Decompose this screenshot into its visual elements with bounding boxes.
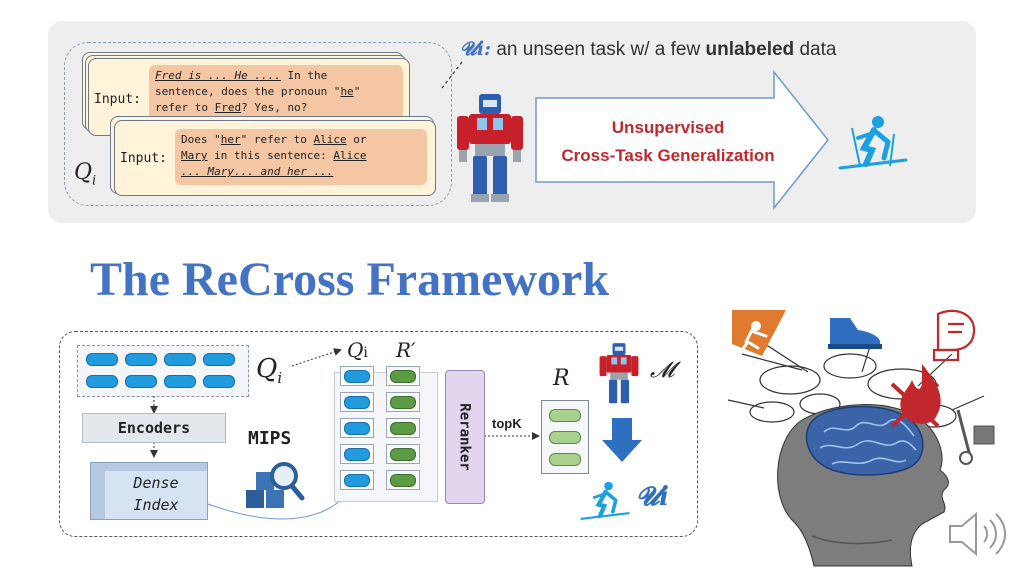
reranker-label: Reranker <box>457 403 473 471</box>
text-span: in this sentence: <box>207 149 334 162</box>
reranker-wrap: Reranker <box>446 371 484 503</box>
input-label-1: Input: <box>94 92 141 107</box>
text-span: Dense <box>133 474 179 492</box>
text-span: i <box>277 369 283 388</box>
robot-icon <box>599 343 639 404</box>
text-span: Alice <box>333 149 367 162</box>
query-group <box>64 42 452 206</box>
text-span: Q <box>256 354 278 384</box>
corpus-item <box>125 375 157 388</box>
corpus-item <box>164 353 196 366</box>
down-arrow-icon <box>602 418 642 462</box>
text-span: ? Yes, no? <box>241 101 308 114</box>
corpus-item <box>203 353 235 366</box>
qi-label-top: Qi <box>74 160 96 188</box>
corpus-item <box>86 353 118 366</box>
hand-truck-icon <box>956 409 995 465</box>
text-span: or <box>346 133 367 146</box>
text-span: data <box>794 39 837 60</box>
text-span: refer to <box>155 101 215 114</box>
retrieved-pill <box>390 370 416 383</box>
text-span: sentence, does the pronoun " <box>155 85 341 98</box>
text-span: Q <box>74 160 93 185</box>
text-span: her <box>220 133 241 146</box>
r-prime-label: R′ <box>396 338 416 362</box>
topk-label: topK <box>492 416 522 431</box>
query-pill <box>344 448 370 461</box>
text-span: Fred is ... He .... <box>155 69 281 82</box>
qi-label-mid: Qi <box>256 354 282 387</box>
text-span: 𝓤𝒊: <box>460 38 492 60</box>
arrow-label-line2: Cross-Task Generalization <box>561 146 775 165</box>
shoe-icon <box>828 318 882 349</box>
query-pill <box>344 396 370 409</box>
input-card-2: Input: Does "her" refer to Alice or Mary… <box>114 120 436 196</box>
text-span: Fred <box>214 101 242 114</box>
r-label: R <box>553 366 570 391</box>
text-span: " refer to <box>240 133 314 146</box>
text-span: Q <box>347 338 364 362</box>
caption-connector <box>441 61 463 89</box>
result-pill <box>549 409 581 422</box>
text-span: ... Mary... and her ... <box>181 165 334 178</box>
robot-icon <box>457 94 523 202</box>
reranker-box: Reranker <box>445 370 485 504</box>
result-pill <box>549 453 581 466</box>
text-span: i <box>92 173 97 189</box>
dense-index-label: Dense Index <box>105 472 207 516</box>
text-span: unlabeled <box>705 39 795 60</box>
climbing-icon <box>732 310 786 356</box>
retrieved-pill <box>390 448 416 461</box>
retrieved-pill <box>390 474 416 487</box>
framework-box <box>59 331 698 537</box>
corpus-item <box>203 375 235 388</box>
text-span: In the <box>280 69 328 82</box>
index-header <box>91 463 207 471</box>
arrow-label-line1: Unsupervised <box>611 118 725 137</box>
text-span: Alice <box>313 133 347 146</box>
query-pill <box>344 370 370 383</box>
dense-index-box: Dense Index <box>90 462 208 520</box>
input-label-2: Input: <box>120 151 167 166</box>
skier-icon <box>838 116 908 170</box>
generalization-arrow <box>535 70 829 210</box>
query-pill <box>344 474 370 487</box>
search-database-icon <box>246 462 305 508</box>
text-span: " <box>353 85 361 98</box>
unseen-task-caption: 𝓤𝒊: an unseen task w/ a few unlabeled da… <box>460 38 836 61</box>
index-side <box>91 463 105 519</box>
qi-column-label: Qi <box>347 338 368 362</box>
result-box <box>541 400 589 474</box>
text-span: Index <box>133 496 179 514</box>
text-span: Mary <box>181 149 208 162</box>
text-span: he <box>340 85 354 98</box>
speaker-icon[interactable] <box>946 510 1008 558</box>
result-pill <box>549 431 581 444</box>
query-pill <box>344 422 370 435</box>
model-label: 𝓜 <box>650 358 675 383</box>
input-text-2: Does "her" refer to Alice or Mary in thi… <box>175 129 427 185</box>
fire-icon <box>890 364 941 428</box>
arrow-label: Unsupervised Cross-Task Generalization <box>540 114 796 170</box>
retrieved-pill <box>390 422 416 435</box>
input-text-1: Fred is ... He .... In the sentence, doe… <box>149 65 403 121</box>
retrieved-pill <box>390 396 416 409</box>
skier-icon <box>580 481 630 520</box>
corpus-item <box>125 353 157 366</box>
ui-label: 𝓤𝒊 <box>636 482 669 512</box>
text-span: an unseen task w/ a few <box>491 39 706 60</box>
corpus-item <box>86 375 118 388</box>
corpus-item <box>164 375 196 388</box>
brain-illustration <box>727 309 995 567</box>
text-span: i <box>363 345 368 361</box>
encoders-box: Encoders <box>82 413 226 443</box>
text-span: Does " <box>181 133 221 146</box>
framework-title: The ReCross Framework <box>90 253 610 306</box>
boxing-glove-icon <box>932 309 976 362</box>
mips-label: MIPS <box>248 428 292 449</box>
